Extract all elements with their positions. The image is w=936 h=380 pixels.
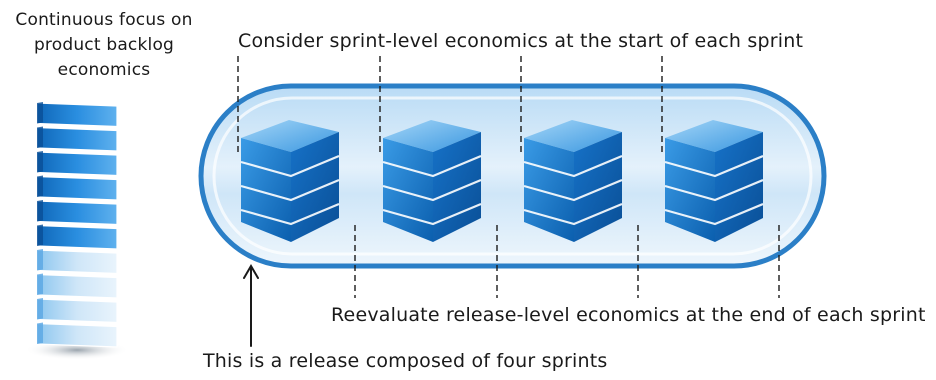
- dashed-markers: [237, 56, 780, 298]
- sprint-cube: [523, 120, 623, 242]
- backlog-item: [36, 273, 118, 299]
- sprint-cube: [664, 120, 764, 242]
- sprint-start-label: Consider sprint-level economics at the s…: [238, 30, 804, 52]
- backlog-item: [36, 200, 118, 226]
- sprint-cube: [240, 120, 340, 242]
- sprint-end-label: Reevaluate release-level economics at th…: [331, 304, 926, 326]
- backlog-focus-line1: Continuous focus on: [15, 10, 193, 30]
- backlog-item: [36, 175, 118, 201]
- backlog-item: [36, 322, 118, 348]
- backlog-focus-line2: product backlog: [33, 35, 175, 55]
- product-backlog-stack: [25, 102, 129, 360]
- backlog-focus-line3: economics: [57, 60, 151, 80]
- backlog-item: [36, 102, 118, 128]
- release-label: This is a release composed of four sprin…: [203, 350, 608, 372]
- backlog-item: [36, 126, 118, 152]
- backlog-item: [36, 249, 118, 275]
- backlog-focus-label: Continuous focus on product backlog econ…: [4, 8, 204, 83]
- backlog-item: [36, 151, 118, 177]
- release-arrow: [243, 264, 259, 347]
- sprint-cube: [382, 120, 482, 242]
- backlog-item: [36, 298, 118, 324]
- sprint-cubes: [240, 120, 764, 242]
- backlog-item: [36, 224, 118, 250]
